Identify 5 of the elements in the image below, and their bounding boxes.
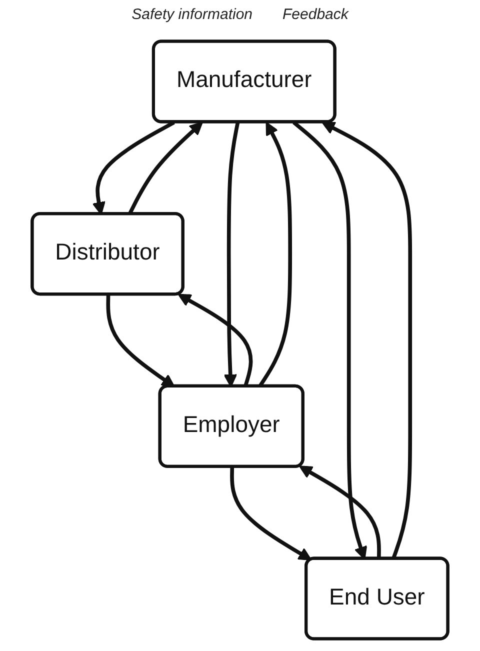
annotation-text: Feedback	[282, 6, 348, 23]
arrow	[299, 466, 381, 560]
arrow	[230, 467, 312, 560]
arrow	[106, 294, 175, 388]
annotation-text: Safety information	[132, 6, 253, 23]
